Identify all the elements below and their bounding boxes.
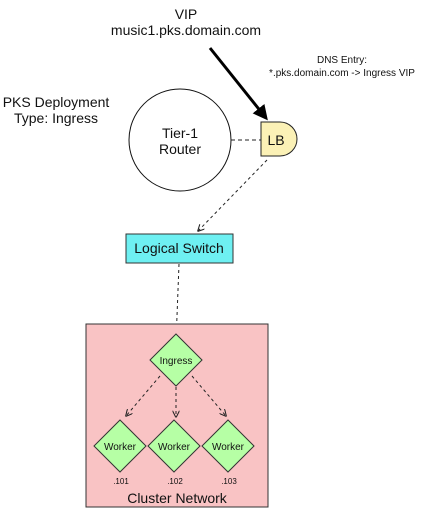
vip-to-lb-arrow <box>208 47 268 121</box>
ingress-to-worker3-arrow <box>191 375 226 416</box>
ingress-label: Ingress <box>160 356 193 367</box>
deployment-type-line1: PKS Deployment <box>3 94 110 110</box>
router-label-line1: Tier-1 <box>162 125 198 141</box>
worker-label-1: Worker <box>104 442 137 453</box>
switch-to-ingress-arrow <box>176 263 179 342</box>
worker-ip-1: .101 <box>113 477 129 486</box>
worker-node-1 <box>93 419 147 473</box>
router-label-line2: Router <box>159 141 201 157</box>
ingress-to-worker1-arrow <box>126 375 161 416</box>
vip-label: VIP <box>175 6 198 22</box>
worker-label-3: Worker <box>212 442 245 453</box>
cluster-network-label: Cluster Network <box>127 490 228 506</box>
vip-hostname: music1.pks.domain.com <box>111 22 261 38</box>
worker-ip-3: .103 <box>221 477 237 486</box>
worker-ip-2: .102 <box>167 477 183 486</box>
deployment-type-line2: Type: Ingress <box>14 110 98 126</box>
ingress-node <box>149 333 203 387</box>
lb-to-switch-arrow <box>198 159 268 231</box>
load-balancer <box>260 121 298 157</box>
dns-entry-title: DNS Entry: <box>317 55 367 66</box>
lb-label: LB <box>267 132 284 148</box>
dns-entry-text: *.pks.domain.com -> Ingress VIP <box>269 68 415 79</box>
worker-node-2 <box>147 419 201 473</box>
logical-switch-label: Logical Switch <box>134 240 224 256</box>
worker-label-2: Worker <box>158 442 191 453</box>
worker-node-3 <box>201 419 255 473</box>
logical-switch <box>125 233 234 264</box>
